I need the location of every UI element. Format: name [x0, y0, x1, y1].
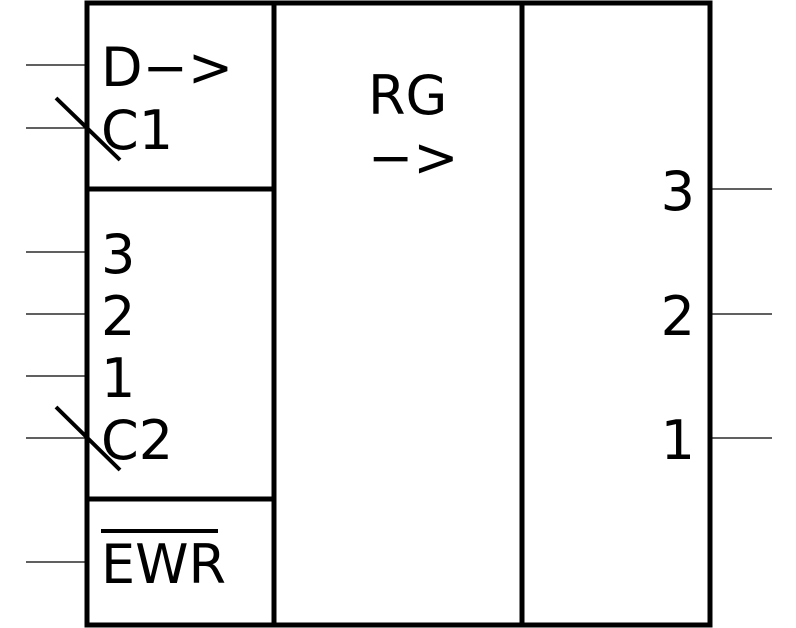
register-title: RG: [368, 64, 447, 127]
data-shift-label: D−>: [101, 36, 233, 99]
input-1-label: 1: [101, 347, 135, 410]
clock2-label: C2: [101, 409, 173, 472]
shift-direction-arrow: −>: [368, 126, 459, 189]
clock2-edge-mark: [54, 405, 122, 472]
enable-label: EWR: [101, 533, 226, 596]
output-1-label: 1: [661, 409, 695, 472]
clock1-label: C1: [101, 99, 173, 162]
clock1-edge-mark: [54, 96, 122, 162]
output-3-label: 3: [661, 160, 695, 223]
input-3-label: 3: [101, 223, 135, 286]
input-2-label: 2: [101, 285, 135, 348]
output-2-label: 2: [661, 285, 695, 348]
